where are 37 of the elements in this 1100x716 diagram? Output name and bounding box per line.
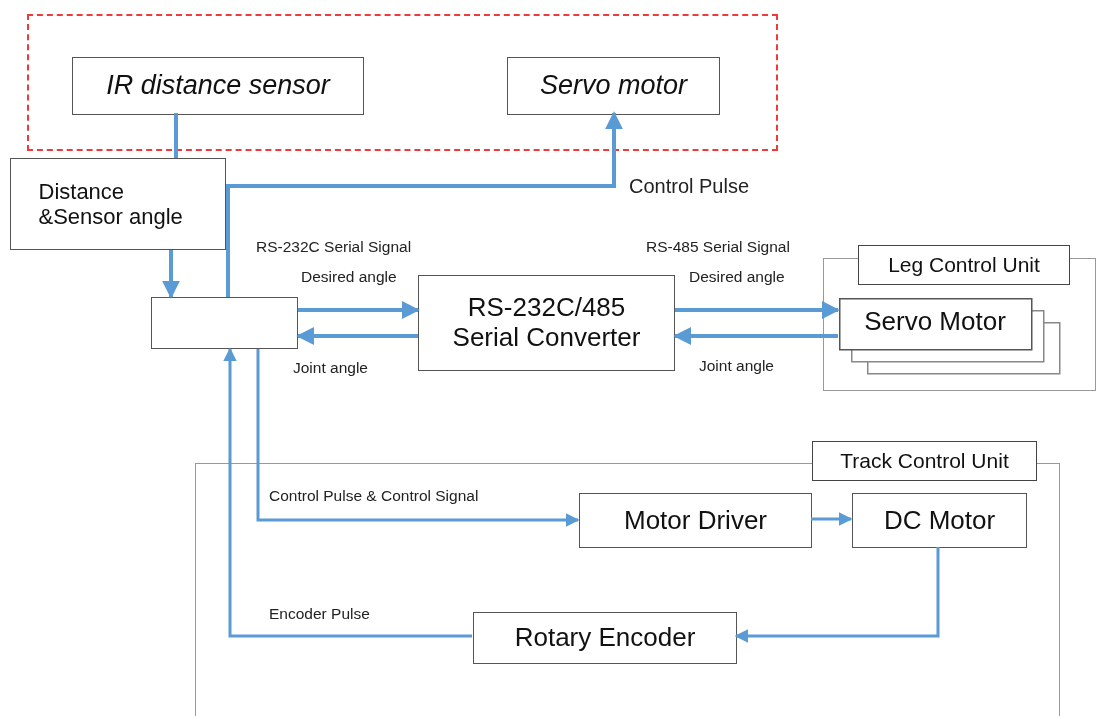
arrow bbox=[675, 301, 840, 319]
edge-label: Joint angle bbox=[698, 357, 775, 376]
process-box bbox=[852, 493, 1027, 548]
box-label: Servo Motor bbox=[863, 307, 1007, 337]
edge-label: Desired angle bbox=[688, 268, 786, 287]
process-box bbox=[579, 493, 812, 548]
dashed-group-box bbox=[27, 14, 778, 151]
arrow bbox=[811, 512, 853, 526]
signal-label: RS-232C Serial Signal bbox=[255, 238, 413, 257]
box-label: Servo motor bbox=[538, 70, 689, 102]
edge-label: Joint angle bbox=[292, 359, 369, 378]
arrow bbox=[296, 327, 418, 345]
arrow bbox=[226, 111, 623, 297]
box-label: Motor Driver bbox=[623, 505, 768, 536]
arrow bbox=[162, 250, 180, 299]
arrow bbox=[673, 327, 838, 345]
process-box bbox=[72, 57, 364, 115]
box-label: IR distance sensor bbox=[105, 70, 332, 102]
arrow bbox=[256, 349, 580, 527]
process-box bbox=[507, 57, 720, 115]
edge-label: Control Pulse & Control Signal bbox=[268, 487, 480, 506]
arrow bbox=[298, 301, 420, 319]
process-box bbox=[418, 275, 675, 371]
process-box bbox=[473, 612, 737, 664]
box-label: DC Motor bbox=[882, 505, 997, 536]
stacked-box bbox=[839, 298, 1061, 376]
process-box bbox=[10, 158, 226, 250]
signal-label: RS-485 Serial Signal bbox=[645, 238, 791, 257]
box-label: Rotary Encoder bbox=[513, 623, 697, 653]
edge-label: Desired angle bbox=[300, 268, 398, 287]
group-heading: Leg Control Unit bbox=[858, 245, 1070, 285]
arrow bbox=[223, 347, 472, 638]
group-heading: Track Control Unit bbox=[812, 441, 1037, 481]
box-label: Distance &Sensor angle bbox=[37, 178, 184, 230]
arrow bbox=[734, 547, 940, 643]
empty-box bbox=[151, 297, 298, 349]
box-label: RS-232C/485 Serial Converter bbox=[451, 293, 642, 353]
